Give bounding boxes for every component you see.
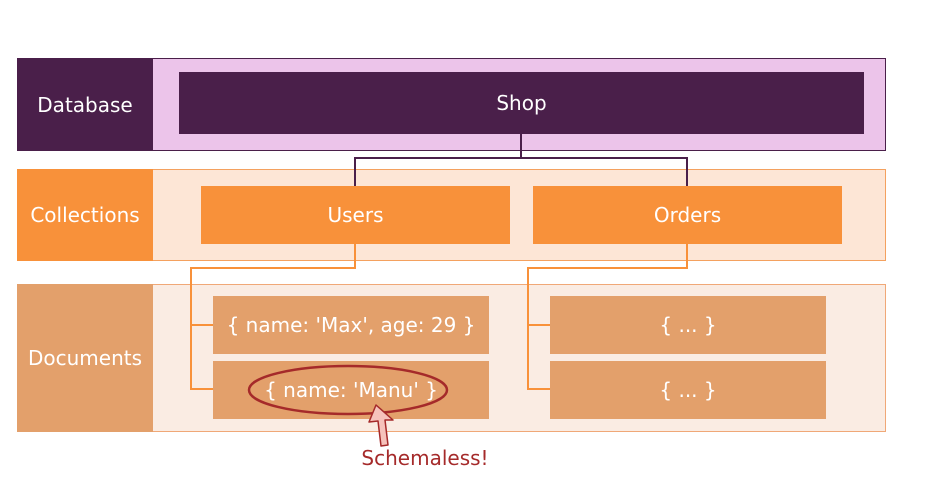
- orders-collection-box: Orders: [533, 186, 842, 244]
- database-label: Database: [17, 58, 153, 151]
- shop-database-box: Shop: [179, 72, 864, 134]
- user-document-max: { name: 'Max', age: 29 }: [213, 296, 489, 354]
- users-collection-box: Users: [201, 186, 510, 244]
- users-connector: [190, 244, 356, 390]
- arrow-up-icon: [368, 404, 394, 447]
- documents-label: Documents: [17, 284, 153, 432]
- highlight-ellipse: [247, 364, 449, 416]
- shop-connector: [354, 134, 688, 186]
- collections-label: Collections: [17, 169, 153, 261]
- schemaless-annotation: Schemaless!: [361, 446, 489, 470]
- order-document-1: { ... }: [550, 296, 826, 354]
- orders-connector: [527, 244, 688, 390]
- user-document-manu: { name: 'Manu' }: [213, 361, 489, 419]
- order-document-2: { ... }: [550, 361, 826, 419]
